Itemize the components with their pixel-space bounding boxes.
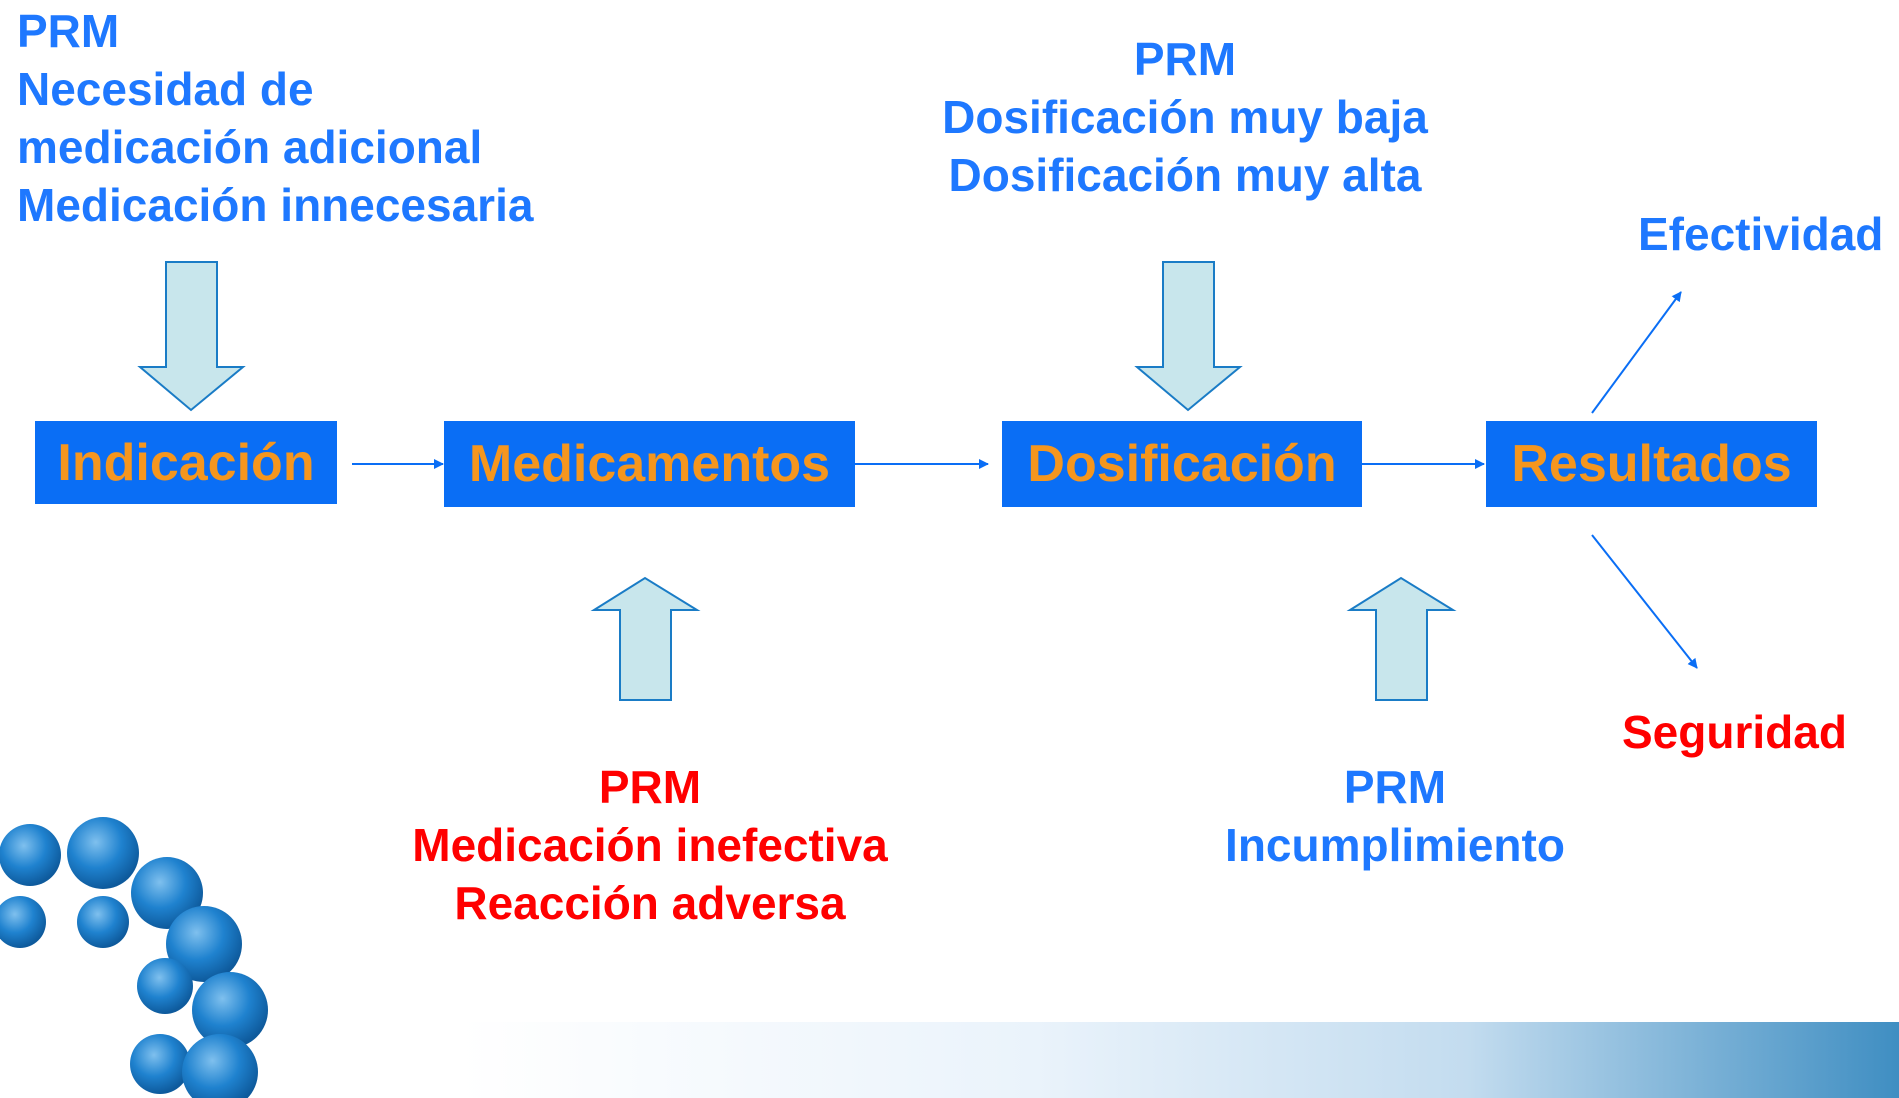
note-line: Medicación innecesaria <box>17 179 534 231</box>
note-line: Medicación inefectiva <box>412 819 888 871</box>
note-line: Incumplimiento <box>1225 819 1565 871</box>
outcome-seguridad: Seguridad <box>1622 706 1847 758</box>
note-line: PRM <box>598 761 702 813</box>
box-label: Indicación <box>57 433 315 492</box>
note-line: Reacción adversa <box>454 877 846 929</box>
note-line: Dosificación muy alta <box>948 149 1422 201</box>
box-resultados: Resultados <box>1486 421 1817 507</box>
up-arrow-icon <box>590 576 701 701</box>
bottom-right-note: PRM Incumplimiento <box>1195 758 1595 874</box>
box-label: Resultados <box>1511 435 1792 493</box>
note-line: medicación adicional <box>17 121 483 173</box>
box-indicacion: Indicación <box>35 421 337 504</box>
down-arrow-icon <box>137 261 246 412</box>
box-medicamentos: Medicamentos <box>444 421 855 507</box>
note-line: Dosificación muy baja <box>942 91 1428 143</box>
bottom-left-note: PRM Medicación inefectiva Reacción adver… <box>380 758 920 932</box>
up-arrow-icon <box>1346 576 1457 701</box>
outcome-efectividad: Efectividad <box>1638 208 1884 260</box>
top-left-note: PRM Necesidad de medicación adicional Me… <box>17 2 533 234</box>
note-line: PRM <box>1133 33 1237 85</box>
logo-dots-icon <box>0 817 268 1098</box>
note-line: PRM <box>17 5 120 57</box>
box-label: Medicamentos <box>468 435 831 493</box>
box-dosificacion: Dosificación <box>1002 421 1362 507</box>
arrow-to-seguridad <box>1591 534 1698 669</box>
top-center-note: PRM Dosificación muy baja Dosificación m… <box>900 30 1470 204</box>
note-line: Necesidad de <box>17 63 314 115</box>
down-arrow-icon <box>1134 261 1243 412</box>
footer-band <box>460 1022 1899 1098</box>
note-line: PRM <box>1343 761 1447 813</box>
arrow-to-efectividad <box>1591 291 1682 414</box>
box-label: Dosificación <box>1027 435 1337 493</box>
